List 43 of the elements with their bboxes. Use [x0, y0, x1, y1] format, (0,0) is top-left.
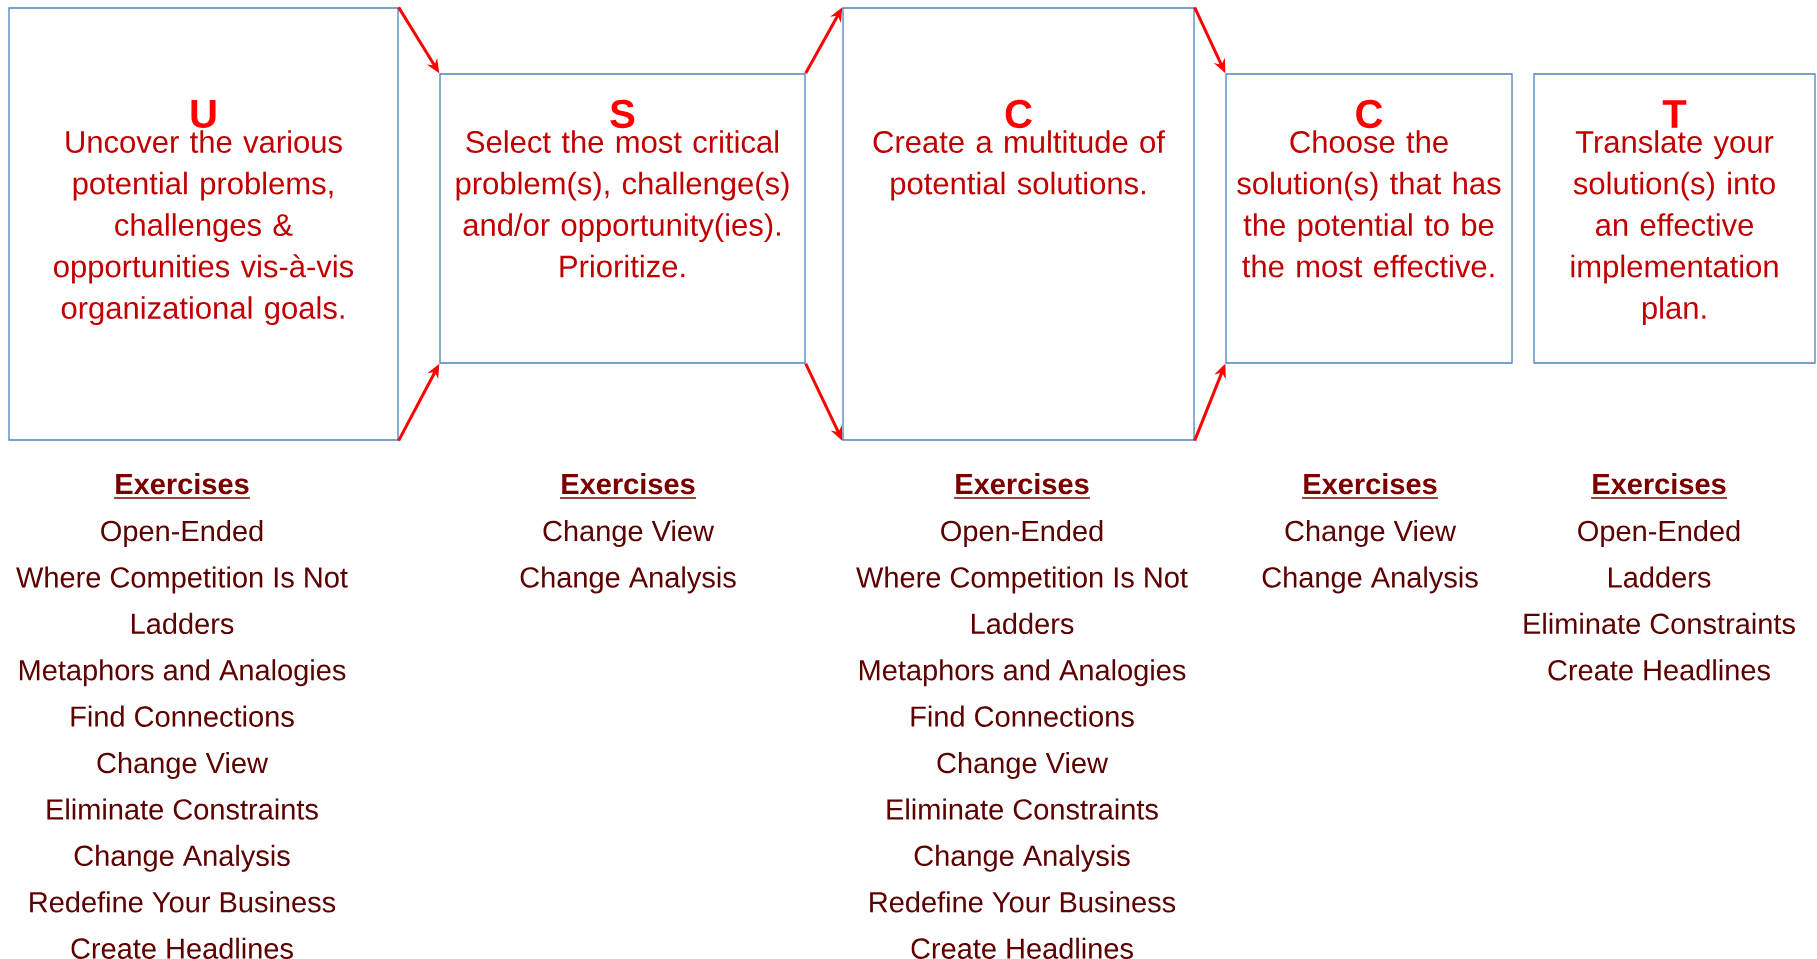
stage-description: Choose the solution(s) that has the potential to be the most effective. — [1237, 130, 1501, 278]
exercise-item: Eliminate Constraints — [1524, 612, 1795, 635]
exercise-item: Metaphors and Analogies — [19, 659, 346, 687]
stage-description: Translate your solution(s) into an effective implementation plan. — [1571, 130, 1778, 326]
exercise-item: Change Analysis — [520, 566, 736, 594]
exercise-item: Where Competition Is Not — [856, 566, 1188, 594]
exercise-item: Change Analysis — [914, 844, 1130, 872]
stage-letter: U — [191, 100, 216, 128]
exercise-item: Metaphors and Analogies — [859, 659, 1186, 687]
exercises-heading: Exercises — [559, 473, 697, 499]
exercises-heading: Exercises — [113, 473, 251, 499]
stage-description: Create a multitude of potential solutions. — [873, 130, 1165, 201]
exercises-heading: Exercises — [1590, 473, 1728, 499]
exercise-item: Open-Ended — [1578, 520, 1740, 548]
exercise-item: Eliminate Constraints — [887, 798, 1158, 820]
exercise-item: Change View — [97, 752, 269, 780]
exercise-item: Change View — [937, 752, 1109, 780]
exercise-item: Open-Ended — [941, 520, 1103, 548]
exercise-item: Redefine Your Business — [30, 891, 336, 913]
stage-letter: S — [610, 99, 635, 129]
stage-letter: T — [1662, 100, 1687, 128]
exercise-item: Find Connections — [71, 705, 294, 727]
exercise-item: Ladders — [132, 612, 234, 635]
exercise-item: Where Competition Is Not — [16, 566, 348, 594]
exercises-heading: Exercises — [1301, 473, 1439, 499]
exercise-item: Change View — [543, 520, 715, 548]
exercise-item: Change Analysis — [74, 844, 290, 872]
exercise-item: Change View — [1285, 520, 1457, 548]
exercise-item: Redefine Your Business — [870, 891, 1176, 913]
stage-description: Select the most critical problem(s), challenge(s) and/or opportunity(ies). Prioritize. — [456, 130, 789, 278]
exercise-item: Ladders — [1609, 566, 1711, 588]
exercises-heading: Exercises — [953, 473, 1091, 499]
exercise-item: Create Headlines — [1548, 659, 1770, 681]
stage-letter: C — [1005, 99, 1032, 129]
stage-description: Uncover the various potential problems, challenges & opportunities vis-à-vis organizational goals. — [54, 130, 354, 326]
exercise-item: Change Analysis — [1262, 566, 1478, 594]
exercise-item: Ladders — [972, 612, 1074, 635]
exercise-item: Open-Ended — [101, 520, 263, 548]
exercise-item: Create Headlines — [911, 937, 1133, 959]
exercise-item: Eliminate Constraints — [47, 798, 318, 820]
exercise-item: Find Connections — [911, 705, 1134, 727]
stage-letter: C — [1356, 99, 1383, 129]
exercise-item: Create Headlines — [71, 937, 293, 959]
